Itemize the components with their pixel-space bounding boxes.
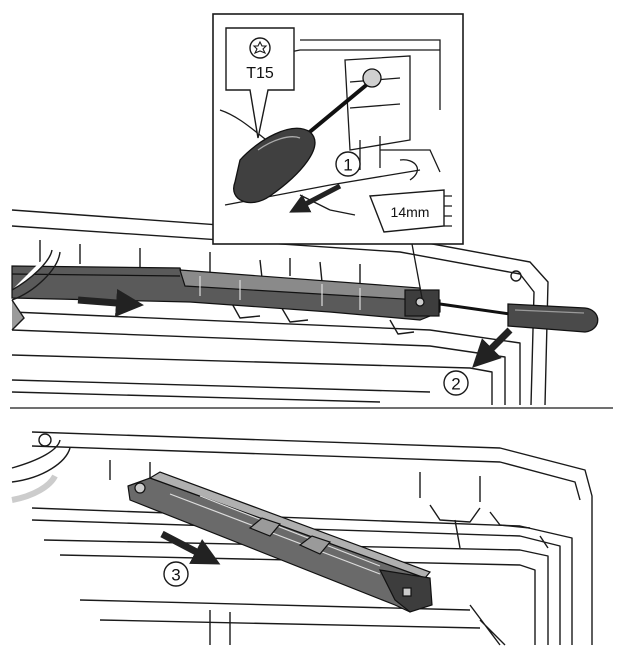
- door-line: [11, 379, 431, 393]
- release-arrow-1: [289, 183, 342, 213]
- door-line: [11, 354, 493, 405]
- left-bracket: [11, 249, 61, 331]
- torx-star-icon: [252, 40, 268, 55]
- step-1-label: 1: [343, 155, 353, 175]
- screwdriver-right: [439, 302, 599, 333]
- door-line: [11, 329, 506, 405]
- detail-inset: [212, 13, 464, 299]
- door-line: [11, 311, 521, 405]
- measurement-label: 14mm: [390, 204, 430, 220]
- door-line: [11, 391, 381, 403]
- hinge-rail-top: [11, 265, 441, 321]
- inset-leader: [411, 243, 423, 299]
- screw-hole-right: [510, 270, 522, 282]
- step-3-circle: [163, 561, 189, 587]
- step-3-label: 3: [171, 565, 181, 585]
- screwdriver-inset: [233, 68, 382, 204]
- left-bracket-bottom: [11, 439, 71, 503]
- step-1-circle: [335, 151, 361, 177]
- torx-icon-box: [225, 27, 295, 139]
- step-2-circle: [443, 370, 469, 396]
- screw-hole-left: [38, 433, 52, 447]
- step-2-label: 2: [451, 374, 461, 394]
- hinge-rail-removed: [127, 471, 433, 613]
- remove-arrow-3: [160, 530, 221, 565]
- torx-size-label: T15: [246, 65, 274, 82]
- cabinet-top-edge: [31, 431, 593, 645]
- pull-arrow-2: [472, 327, 513, 368]
- push-arrow: [77, 288, 144, 317]
